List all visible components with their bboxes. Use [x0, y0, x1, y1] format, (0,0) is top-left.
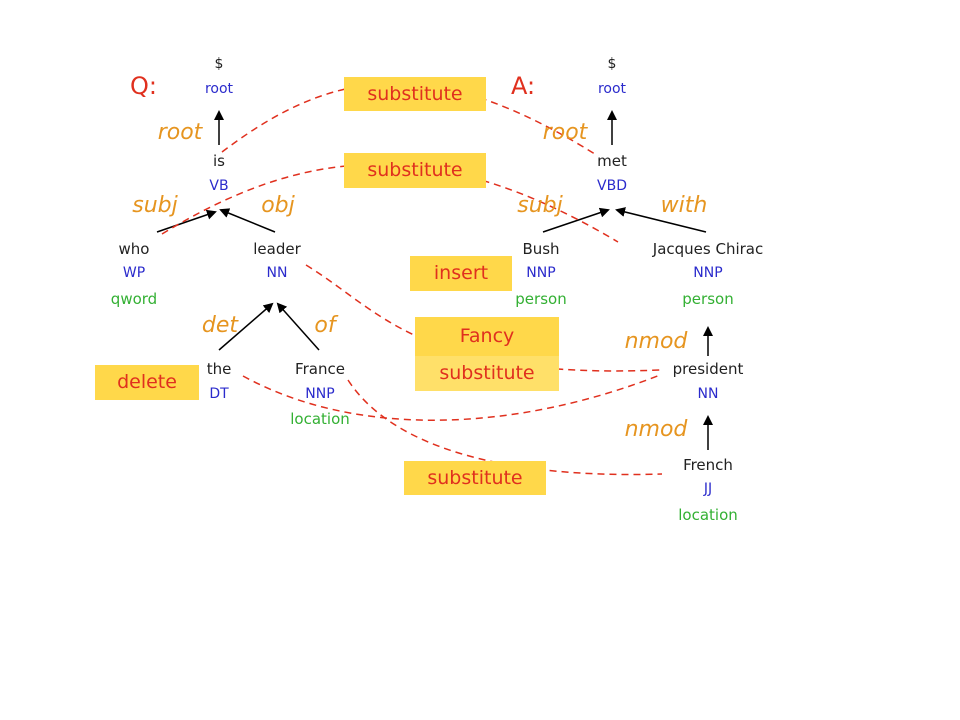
arrow-chirac-met	[615, 207, 707, 233]
node-french-ner: location	[678, 506, 738, 524]
align-france-french	[347, 379, 663, 476]
answer-edge-with: with	[660, 193, 708, 218]
node-the-word: the	[206, 360, 232, 378]
question-label: Q:	[130, 72, 157, 100]
operation-substitute-verb: substitute	[344, 153, 486, 188]
question-edge-det: det	[201, 313, 239, 338]
answer-root-symbol: $	[607, 56, 617, 72]
operation-fancy-line2: substitute	[415, 356, 559, 391]
arrow-leader-is	[219, 208, 276, 233]
node-met-pos: VBD	[597, 178, 627, 194]
answer-edge-root: root	[542, 120, 588, 145]
answer-edge-nmod-president: nmod	[624, 329, 688, 354]
arrow-the-leader	[218, 302, 274, 351]
node-france-pos: NNP	[305, 386, 335, 402]
node-president-pos: NN	[697, 386, 719, 402]
node-leader-pos: NN	[266, 265, 288, 281]
node-is-word: is	[213, 152, 225, 170]
question-root-tag: root	[204, 81, 234, 97]
arrow-who-is	[156, 209, 217, 233]
operation-substitute-location: substitute	[404, 461, 546, 495]
node-who-ner: qword	[110, 290, 158, 308]
node-bush-ner: person	[515, 290, 567, 308]
node-who-pos: WP	[122, 265, 146, 281]
arrow-bush-met	[542, 207, 610, 233]
question-edge-subj: subj	[132, 193, 178, 218]
answer-label: A:	[511, 72, 536, 100]
node-is-pos: VB	[209, 178, 229, 194]
operation-insert: insert	[410, 256, 512, 291]
operation-substitute-root: substitute	[344, 77, 486, 111]
node-french-word: French	[683, 456, 733, 474]
node-bush-word: Bush	[522, 240, 560, 258]
question-edge-of: of	[314, 313, 336, 338]
question-root-symbol: $	[214, 56, 224, 72]
node-leader-word: leader	[253, 240, 301, 258]
answer-edge-nmod-french: nmod	[624, 417, 688, 442]
question-edge-obj: obj	[261, 193, 295, 218]
answer-root-tag: root	[597, 81, 627, 97]
node-president-word: president	[672, 360, 744, 378]
node-chirac-pos: NNP	[693, 265, 723, 281]
node-who-word: who	[118, 240, 150, 258]
operation-delete: delete	[95, 365, 199, 400]
question-edge-root: root	[157, 120, 203, 145]
align-the-president	[242, 374, 661, 421]
node-chirac-word: Jacques Chirac	[652, 240, 764, 258]
node-french-pos: JJ	[703, 481, 713, 497]
operation-fancy-line1: Fancy	[415, 317, 559, 356]
arrow-france-leader	[276, 302, 320, 351]
node-chirac-ner: person	[682, 290, 734, 308]
node-france-word: France	[295, 360, 345, 378]
node-france-ner: location	[290, 410, 350, 428]
node-met-word: met	[597, 152, 627, 170]
answer-edge-subj: subj	[517, 193, 563, 218]
node-bush-pos: NNP	[526, 265, 556, 281]
node-the-pos: DT	[209, 386, 229, 402]
align-who-bush	[161, 163, 619, 243]
